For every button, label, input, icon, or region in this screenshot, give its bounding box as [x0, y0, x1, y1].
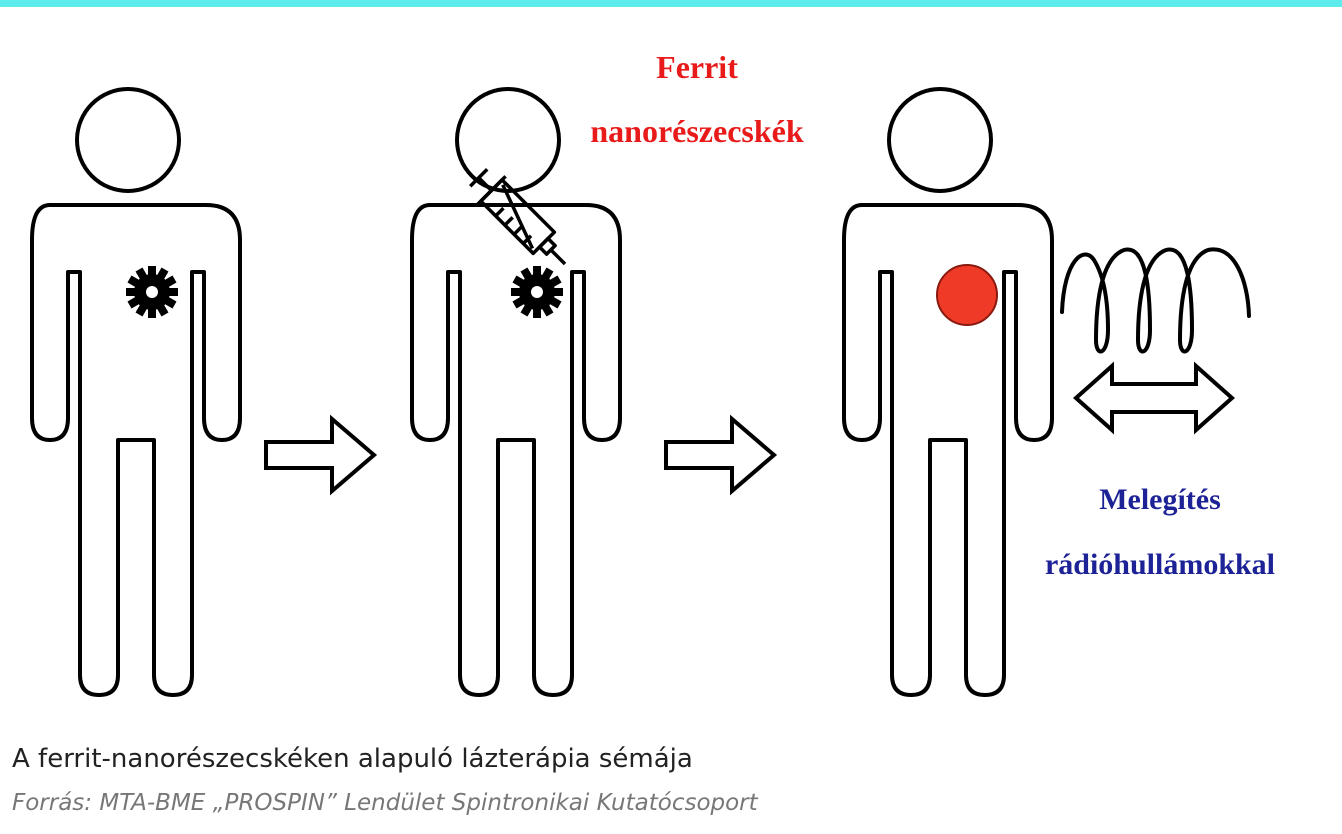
- right-arrow-icon: [264, 417, 376, 493]
- double-arrow-icon: [1072, 361, 1236, 435]
- top-accent-bar: [0, 0, 1342, 7]
- heating-label-line2: rádióhullámokkal: [1045, 548, 1275, 581]
- heated-tumor-icon: [936, 264, 998, 326]
- therapy-diagram: Ferrit nanorészecskék Melegítés rádióhul…: [0, 7, 1342, 720]
- figure-caption: A ferrit-nanorészecskéken alapuló lázter…: [12, 744, 693, 774]
- heating-label-line1: Melegítés: [1099, 483, 1221, 516]
- ferrite-label-line1: Ferrit: [656, 49, 738, 85]
- syringe-icon: [469, 168, 567, 266]
- person-heating-icon: [842, 87, 1054, 697]
- coil-icon: [1060, 247, 1251, 354]
- tumor-gear-icon: [511, 266, 563, 318]
- tumor-gear-icon: [126, 266, 178, 318]
- figure-source: Forrás: MTA-BME „PROSPIN” Lendület Spint…: [12, 790, 758, 816]
- right-arrow-icon: [664, 417, 776, 493]
- person-before-icon: [30, 87, 242, 697]
- ferrite-label-line2: nanorészecskék: [590, 113, 804, 149]
- person-injection-icon: [410, 87, 622, 697]
